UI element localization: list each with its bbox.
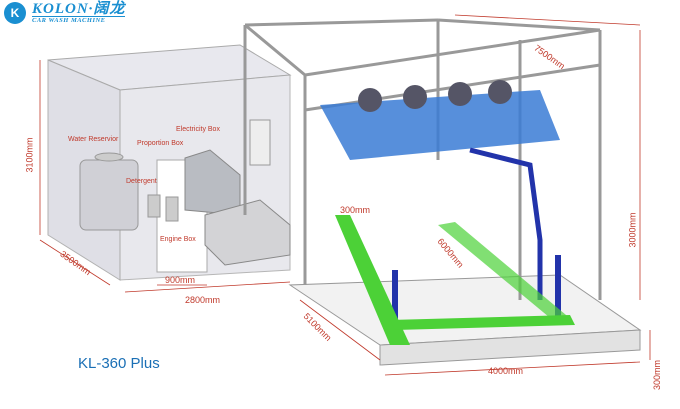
base-slab-edge — [379, 329, 641, 366]
water-tank — [79, 159, 139, 231]
label-water-reservoir: Water Reservior — [68, 136, 119, 143]
wash-arm — [469, 147, 543, 300]
engine-box — [204, 199, 291, 266]
dim-room-width: 2800mm — [185, 295, 221, 305]
label-electricity-box: Electricity Box — [176, 126, 220, 133]
proportion-box — [184, 149, 241, 216]
detergent-drum — [147, 194, 161, 218]
dim-base-height: 300mm — [652, 359, 663, 391]
model-name: KL-360 Plus — [78, 355, 160, 372]
dimension-lines — [39, 14, 651, 376]
brand-logo: K KOLON·阔龙 CAR WASH MACHINE — [4, 1, 126, 24]
side-brush-post — [555, 255, 561, 325]
detergent-drum — [165, 196, 179, 222]
logo-tagline: CAR WASH MACHINE — [32, 16, 126, 24]
dim-base-width: 4000mm — [488, 366, 524, 376]
logo-mark-icon: K — [4, 2, 26, 24]
side-brush-post — [392, 270, 398, 330]
guide-track-left — [335, 215, 410, 345]
gantry-frame — [243, 18, 602, 300]
dim-frame-height: 3000mm — [627, 212, 638, 248]
dim-door-width: 900mm — [165, 275, 196, 285]
brush-rollers — [358, 80, 512, 112]
label-detergent: Detergent — [126, 178, 157, 185]
label-proportion-box: Proportion Box — [137, 140, 184, 147]
guide-track-cross — [390, 315, 575, 330]
dim-track-width: 300mm — [340, 205, 371, 215]
brush-carriage — [320, 90, 560, 160]
dim-room-height: 3100mm — [24, 137, 35, 173]
label-engine-box: Engine Box — [160, 236, 196, 243]
logo-brand: KOLON·阔龙 — [32, 1, 126, 17]
guide-track-right — [438, 222, 572, 322]
electricity-box — [249, 119, 271, 166]
